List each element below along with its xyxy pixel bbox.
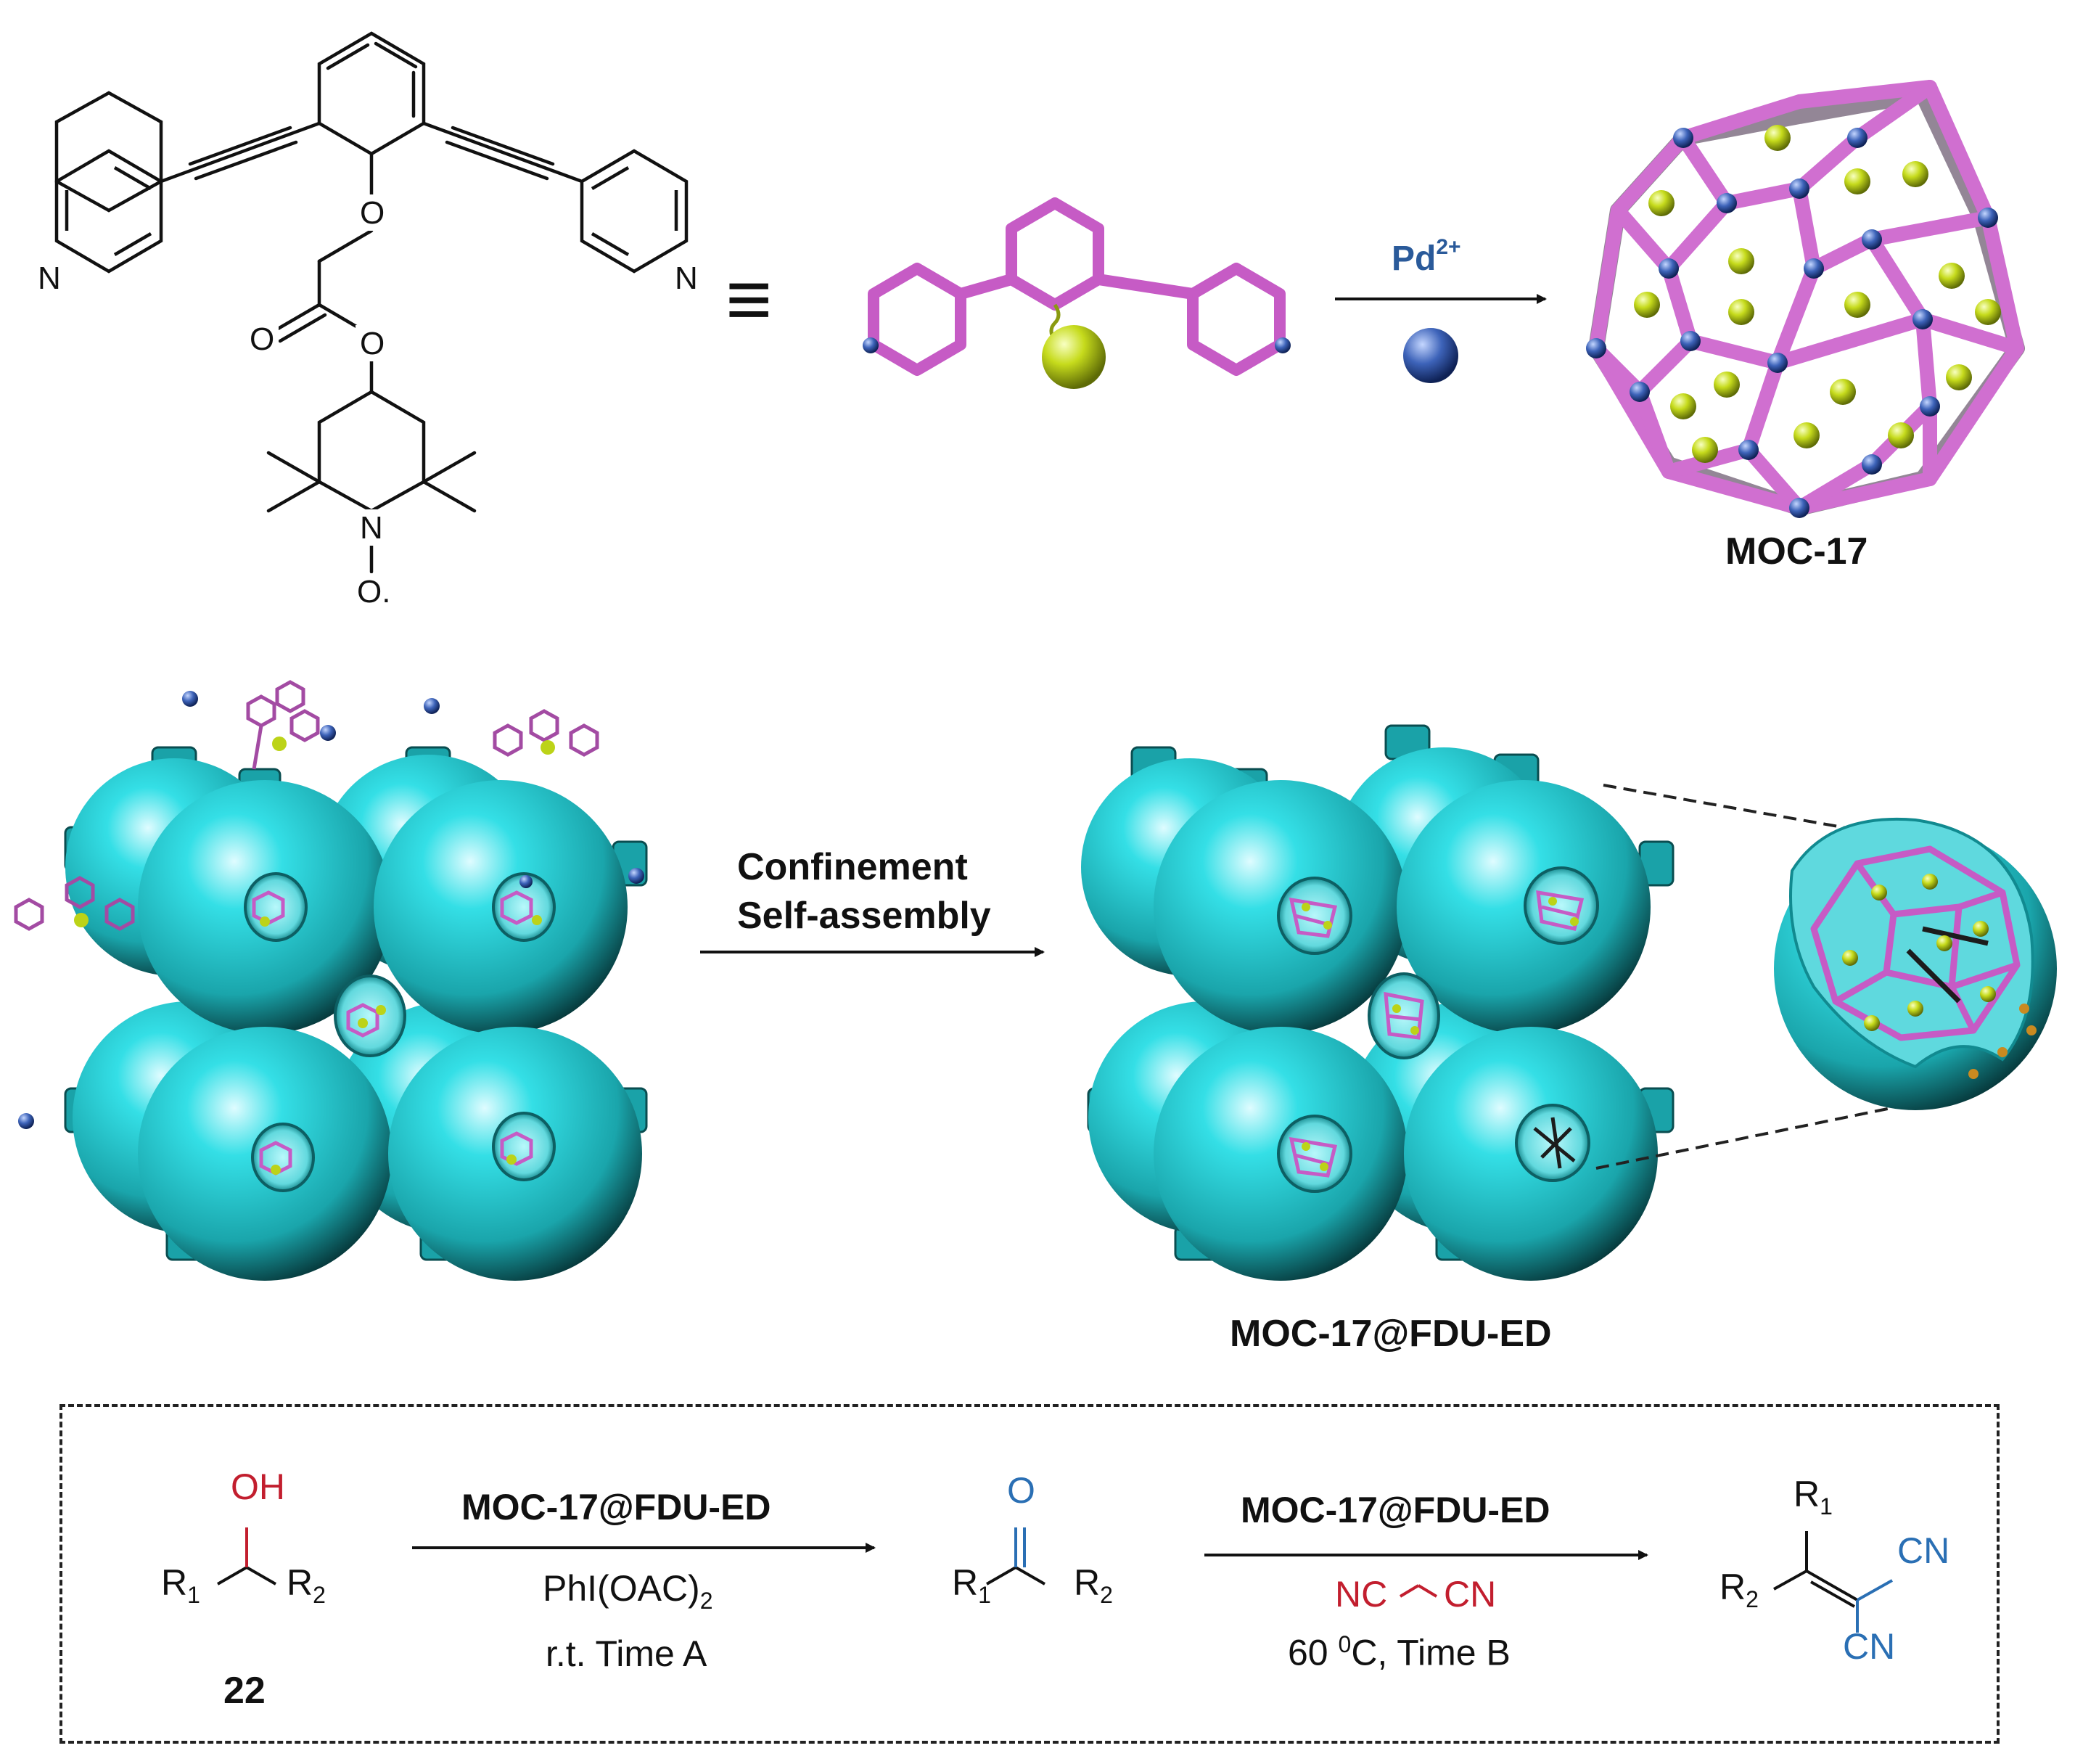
step1-catalyst: MOC-17@FDU-ED <box>461 1487 771 1527</box>
ligand-end-dot-left <box>863 337 879 353</box>
step2-catalyst: MOC-17@FDU-ED <box>1241 1490 1550 1530</box>
atom-o-ester: O <box>360 326 385 361</box>
moc-17-fdu-ed-label: MOC-17@FDU-ED <box>1230 1313 1552 1355</box>
product-r2: R2 <box>1719 1567 1759 1612</box>
equivalence-symbol: ≡ <box>726 255 772 344</box>
atom-n-left: N <box>38 261 61 296</box>
ligand-cartoon <box>868 197 1286 376</box>
atom-o-ether: O <box>360 195 385 231</box>
self-assembly-label: Self-assembly <box>737 895 991 937</box>
mesoporous-framework-right <box>1081 724 2057 1281</box>
ketone-r2: R2 <box>1074 1562 1113 1608</box>
product-cn-bottom: CN <box>1843 1626 1896 1667</box>
ketone-r1: R1 <box>952 1562 991 1608</box>
atom-n-right: N <box>675 261 698 296</box>
substrate-number: 22 <box>223 1670 266 1712</box>
carbonyl-o-label: O <box>1007 1470 1035 1511</box>
atom-n-ring: N <box>360 510 383 546</box>
ligand-radical-ball <box>1042 325 1106 389</box>
alcohol-r1: R1 <box>161 1562 200 1608</box>
mesoporous-framework-left <box>14 680 648 1281</box>
product-r1: R1 <box>1793 1474 1833 1519</box>
malononitrile-nc: NC <box>1335 1574 1388 1615</box>
pd-label: Pd2+ <box>1392 235 1461 278</box>
step1-conditions: r.t. Time A <box>546 1633 707 1674</box>
pd-ion-ball <box>1403 328 1458 383</box>
left-pyridine <box>54 149 163 274</box>
confinement-label: Confinement <box>737 846 968 888</box>
hydroxyl-label: OH <box>231 1466 285 1507</box>
atom-o-carbonyl: O <box>250 321 274 357</box>
oxidation-scheme <box>217 1527 1893 1633</box>
moc-17-label: MOC-17 <box>1725 530 1868 573</box>
right-pyridine <box>580 149 689 274</box>
malononitrile-cn: CN <box>1444 1574 1497 1615</box>
alcohol-r2: R2 <box>287 1562 326 1608</box>
step1-oxidant: PhI(OAC)2 <box>543 1568 713 1614</box>
product-cn-top: CN <box>1897 1530 1950 1571</box>
step2-conditions: 60 0C, Time B <box>1288 1631 1511 1673</box>
ligand-end-dot-right <box>1275 337 1291 353</box>
ligand-structure <box>54 31 584 574</box>
atom-o-radical: O. <box>357 574 390 610</box>
reaction-scheme-box <box>59 1404 2000 1744</box>
moc-17-cage <box>1586 80 2025 518</box>
